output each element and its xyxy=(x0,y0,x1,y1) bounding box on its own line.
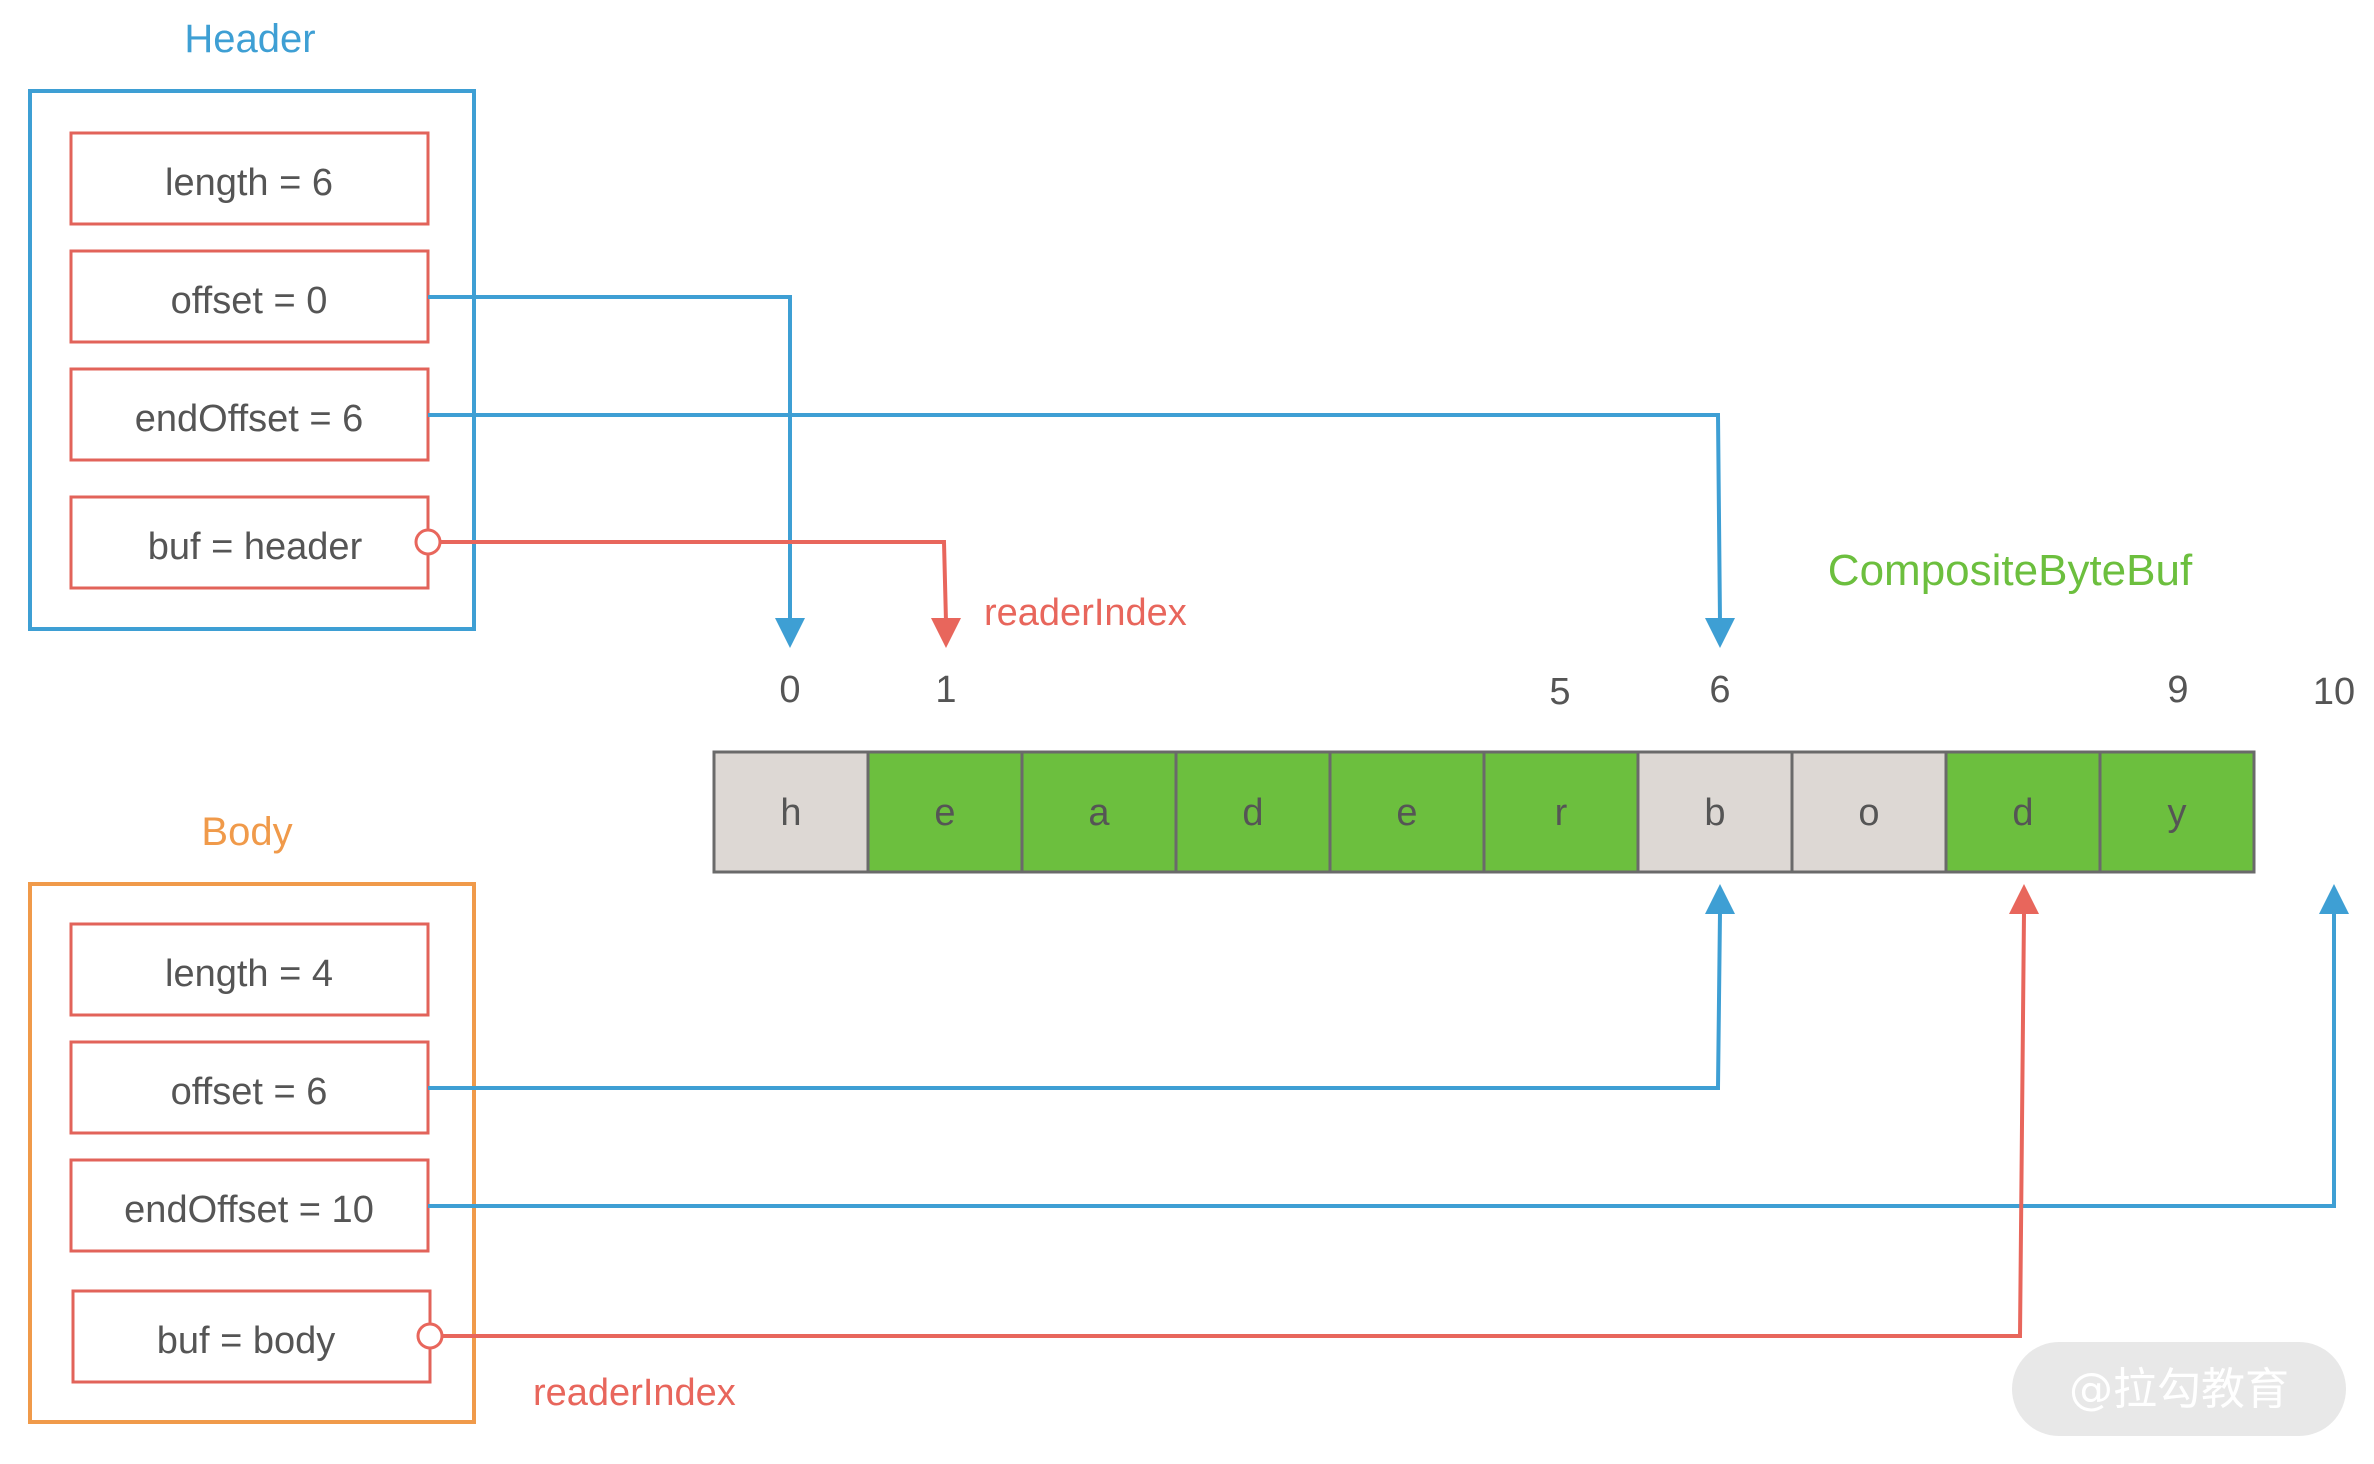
byte-cell-1: e xyxy=(866,750,1024,874)
byte-cell-2: a xyxy=(1020,750,1178,874)
header-readerindex-label: readerIndex xyxy=(984,592,1187,634)
body-offset-arrowhead xyxy=(1705,884,1735,914)
body-title: Body xyxy=(201,810,292,854)
byte-cell-7-char: o xyxy=(1858,792,1879,834)
byte-cell-3: d xyxy=(1174,750,1332,874)
byte-cell-0-char: h xyxy=(780,792,801,834)
header-endoffset-arrowhead xyxy=(1705,618,1735,648)
body-field-offset-label: offset = 6 xyxy=(171,1071,328,1113)
byte-cell-0: h xyxy=(712,750,870,874)
body-field-length: length = 4 xyxy=(69,922,430,1017)
watermark-badge: @拉勾教育 xyxy=(2012,1342,2346,1436)
index-label-9: 9 xyxy=(2167,669,2188,711)
byte-cells: h e a d e r b o xyxy=(712,750,2256,874)
index-label-6: 6 xyxy=(1709,669,1730,711)
byte-cell-9-char: y xyxy=(2168,792,2187,834)
body-readerindex-connector xyxy=(416,884,2039,1350)
header-field-length: length = 6 xyxy=(69,131,430,226)
byte-cell-5: r xyxy=(1482,750,1640,874)
body-field-length-label: length = 4 xyxy=(165,953,333,995)
body-field-endoffset-label: endOffset = 10 xyxy=(124,1189,374,1231)
header-readerindex-connector xyxy=(414,528,961,648)
header-offset-connector xyxy=(428,295,805,648)
index-label-5: 5 xyxy=(1549,671,1570,713)
body-field-buf-label: buf = body xyxy=(157,1320,336,1362)
byte-cell-1-char: e xyxy=(934,792,955,834)
body-readerindex-arrowhead xyxy=(2009,884,2039,914)
index-label-10: 10 xyxy=(2313,671,2355,713)
byte-cell-7: o xyxy=(1790,750,1948,874)
header-field-endoffset: endOffset = 6 xyxy=(69,367,430,462)
byte-cell-8: d xyxy=(1944,750,2102,874)
body-field-buf: buf = body xyxy=(71,1289,432,1384)
header-field-offset-label: offset = 0 xyxy=(171,280,328,322)
header-readerindex-arrowhead xyxy=(931,618,961,648)
body-endoffset-connector xyxy=(428,884,2349,1208)
byte-cell-6: b xyxy=(1636,750,1794,874)
header-offset-arrowhead xyxy=(775,618,805,648)
header-field-buf: buf = header xyxy=(69,495,430,590)
byte-cell-9: y xyxy=(2098,750,2256,874)
body-offset-connector xyxy=(428,884,1735,1090)
byte-cell-2-char: a xyxy=(1088,792,1110,834)
byte-cell-3-char: d xyxy=(1242,792,1263,834)
body-field-offset: offset = 6 xyxy=(69,1040,430,1135)
composite-title: CompositeByteBuf xyxy=(1828,546,2193,595)
header-field-buf-label: buf = header xyxy=(148,526,363,568)
byte-cell-5-char: r xyxy=(1555,792,1568,834)
byte-cell-4-char: e xyxy=(1396,792,1417,834)
body-field-endoffset: endOffset = 10 xyxy=(69,1158,430,1253)
header-field-endoffset-label: endOffset = 6 xyxy=(135,398,364,440)
byte-cell-6-char: b xyxy=(1704,792,1725,834)
header-title: Header xyxy=(184,17,315,61)
watermark-text: @拉勾教育 xyxy=(2069,1364,2289,1415)
body-box xyxy=(28,882,476,1424)
body-readerindex-label: readerIndex xyxy=(533,1372,736,1414)
header-endoffset-connector xyxy=(428,413,1735,648)
index-label-1: 1 xyxy=(935,669,956,711)
header-field-length-label: length = 6 xyxy=(165,162,333,204)
index-label-0: 0 xyxy=(779,669,800,711)
byte-cell-8-char: d xyxy=(2012,792,2033,834)
body-endoffset-arrowhead xyxy=(2319,884,2349,914)
header-box xyxy=(28,89,476,631)
byte-cell-4: e xyxy=(1328,750,1486,874)
header-field-offset: offset = 0 xyxy=(69,249,430,344)
